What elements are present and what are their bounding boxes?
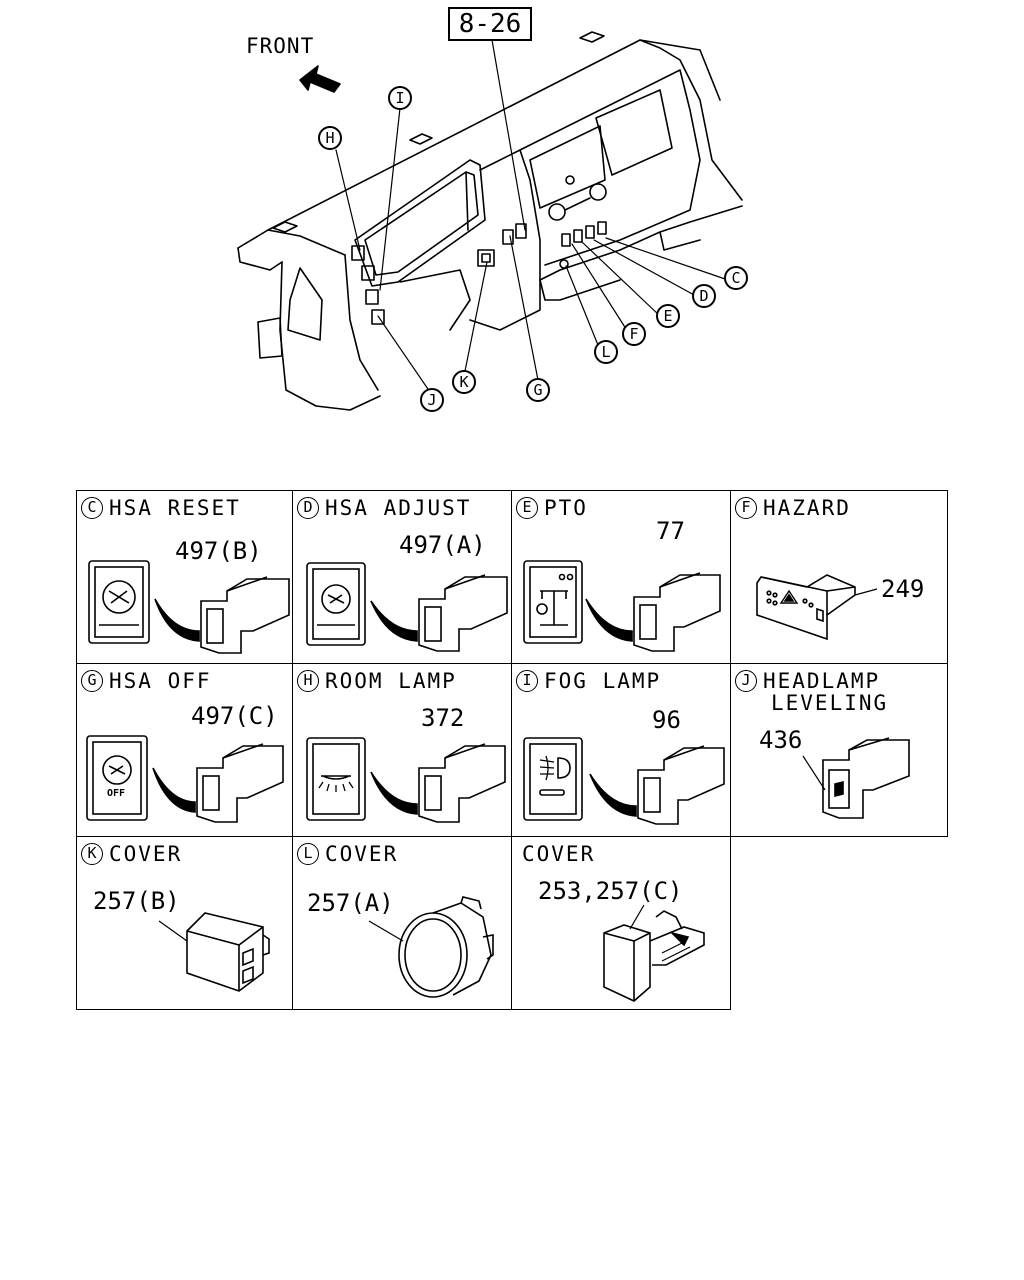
callout-c: C	[724, 266, 748, 290]
round-cover-l-icon	[368, 896, 494, 998]
letter-badge: E	[516, 497, 538, 519]
part-number: 249	[881, 575, 925, 603]
callout-j: J	[420, 388, 444, 412]
front-arrow-icon	[299, 65, 341, 93]
front-label: FRONT	[246, 34, 315, 58]
letter-badge: G	[81, 670, 103, 692]
letter-badge: F	[735, 497, 757, 519]
part-number: 497(A)	[399, 531, 486, 559]
part-number: 436	[759, 726, 803, 754]
part-number: 77	[656, 517, 685, 545]
letter-badge: L	[297, 843, 319, 865]
part-number: 253,257(C)	[538, 877, 683, 905]
hsa-off-switch-icon	[86, 735, 284, 823]
cover-c-icon	[603, 904, 705, 1002]
part-number: 257(A)	[307, 889, 394, 917]
hsa-adjust-switch-icon	[306, 562, 508, 652]
fog-lamp-switch-icon	[523, 737, 725, 825]
letter-badge: K	[81, 843, 103, 865]
letter-badge: J	[735, 670, 757, 692]
letter-badge: C	[81, 497, 103, 519]
letter-badge: H	[297, 670, 319, 692]
part-number: 372	[421, 704, 465, 732]
part-number: 497(C)	[191, 702, 278, 730]
part-number: 96	[652, 706, 681, 734]
letter-badge: I	[516, 670, 538, 692]
callout-l: L	[594, 340, 618, 364]
part-cell-cover-c[interactable]: COVER 253,257(C)	[511, 836, 731, 1010]
callout-k: K	[452, 370, 476, 394]
callout-d: D	[692, 284, 716, 308]
part-title: COVER	[522, 842, 596, 866]
letter-badge: D	[297, 497, 319, 519]
part-number: 497(B)	[175, 537, 262, 565]
dashboard-illustration	[237, 31, 743, 411]
dashboard-overview: FRONT 8-26 I H C D E F L K G J	[0, 0, 1024, 470]
part-number: 257(B)	[93, 887, 180, 915]
blank-cover-k-icon	[158, 912, 270, 992]
callout-f: F	[622, 322, 646, 346]
callout-h: H	[318, 126, 342, 150]
callout-e: E	[656, 304, 680, 328]
hazard-switch-icon	[756, 574, 878, 641]
hsa-reset-switch-icon	[88, 560, 290, 654]
off-icon-label: OFF	[107, 788, 126, 799]
pto-switch-icon	[523, 560, 721, 652]
callout-i: I	[388, 86, 412, 110]
room-lamp-switch-icon	[306, 737, 506, 823]
headlamp-leveling-switch-icon	[802, 737, 910, 819]
callout-g: G	[526, 378, 550, 402]
reference-page-box[interactable]: 8-26	[448, 7, 532, 41]
